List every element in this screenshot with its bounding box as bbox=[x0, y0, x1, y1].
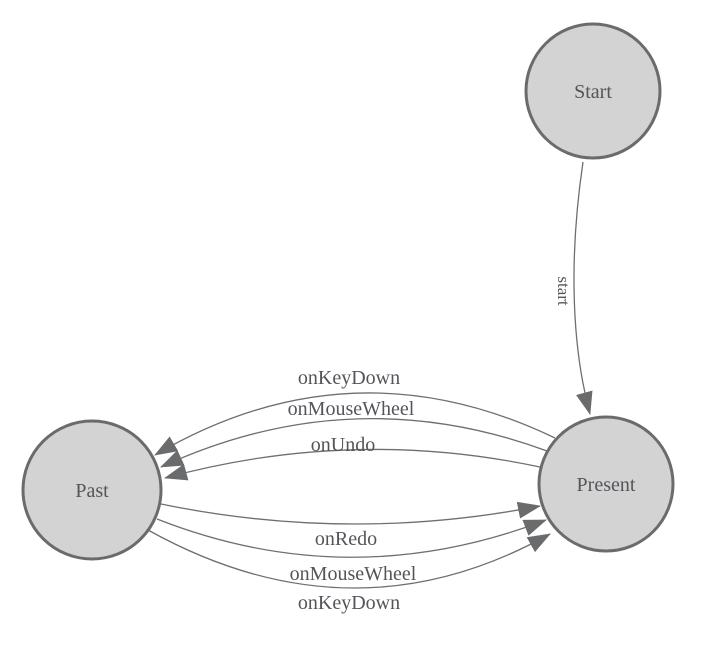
edge-label-onmousewheel-top: onMouseWheel bbox=[288, 398, 415, 420]
edge-group bbox=[147, 161, 593, 589]
edge-label-onkeydown-bottom: onKeyDown bbox=[298, 592, 400, 614]
edge-label-onundo: onUndo bbox=[311, 434, 375, 456]
edge-present-to-past-onkeydown[interactable] bbox=[154, 392, 556, 456]
edge-present-to-past-onundo[interactable] bbox=[164, 448, 541, 481]
edge-label-onmousewheel-bottom: onMouseWheel bbox=[290, 563, 417, 585]
edge-present-to-past-onmousewheel[interactable] bbox=[160, 418, 548, 468]
node-past-circle bbox=[21, 419, 163, 561]
edge-label-onkeydown-top: onKeyDown bbox=[298, 367, 400, 389]
edge-past-to-present-onredo[interactable] bbox=[160, 501, 541, 525]
edge-label-start: start bbox=[554, 276, 573, 306]
edge-label-group: start onKeyDown onMouseWheel onUndo onRe… bbox=[288, 276, 573, 614]
edge-start-to-present[interactable] bbox=[573, 161, 593, 415]
edge-label-onredo: onRedo bbox=[315, 528, 377, 550]
node-start-label: Start bbox=[574, 81, 612, 103]
node-past[interactable]: Past bbox=[21, 419, 163, 561]
edge-past-to-present-onmousewheel[interactable] bbox=[156, 518, 547, 558]
node-present[interactable]: Present bbox=[537, 415, 675, 553]
node-start[interactable]: Start bbox=[524, 22, 662, 160]
node-start-circle bbox=[524, 22, 662, 160]
node-past-label: Past bbox=[75, 480, 109, 502]
node-present-label: Present bbox=[577, 474, 636, 496]
node-present-circle bbox=[537, 415, 675, 553]
edge-past-to-present-onkeydown[interactable] bbox=[147, 529, 551, 589]
